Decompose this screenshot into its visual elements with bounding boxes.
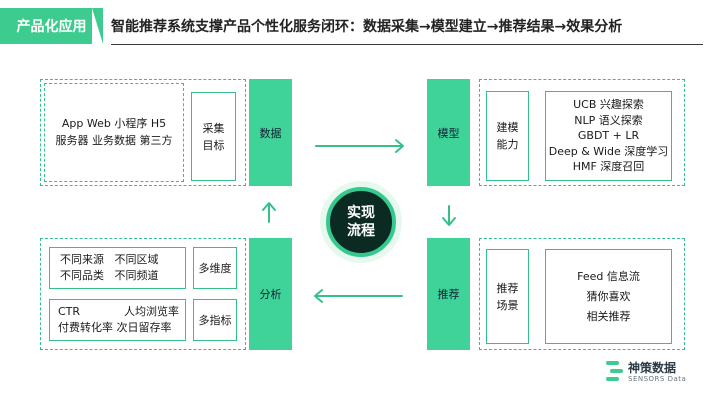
algorithm-item: NLP 语义探索 [574, 113, 643, 127]
page-title: 智能推荐系统支撑产品个性化服务闭环：数据采集→模型建立→推荐结果→效果分析 [111, 19, 623, 35]
analysis-metrics-line1: CTR 人均浏览率 [58, 304, 185, 320]
data-goal-box: 采集 目标 [191, 92, 236, 181]
analysis-dims-line2: 不同品类 不同频道 [60, 269, 159, 282]
analysis-outer-frame [40, 238, 246, 350]
logo-name-en: SENSORS Data [628, 375, 687, 383]
analysis-dims-box: 不同来源 不同区域 不同品类 不同频道 [49, 247, 186, 289]
data-sources-frame [44, 83, 184, 182]
logo-name-cn: 神策数据 [628, 361, 677, 375]
data-outer-frame [40, 79, 246, 186]
arrow-left-head [314, 289, 323, 303]
metric-browse-rate: 人均浏览率 [124, 305, 179, 318]
algorithm-item: HMF 深度召回 [572, 160, 645, 174]
center-line2: 流程 [347, 223, 375, 239]
recommend-scene-line1: 推荐 [496, 281, 519, 295]
sensors-logo-icon [606, 361, 623, 381]
metric-ctr: CTR [58, 305, 81, 318]
scene-item: Feed 信息流 [577, 269, 640, 283]
arrow-down-head [442, 217, 456, 226]
scene-item: 相关推荐 [586, 309, 631, 323]
title-underline [111, 44, 703, 45]
center-line1: 实现 [347, 205, 375, 221]
recommend-pillar: 推荐 [427, 238, 470, 350]
model-algorithms-box: UCB 兴趣探索 NLP 语义探索 GBDT + LR Deep & Wide … [545, 91, 672, 181]
section-tag: 产品化应用 [0, 8, 103, 44]
center-badge: 实现 流程 [320, 181, 402, 263]
section-tag-notch [92, 8, 103, 44]
arrow-up-head [262, 202, 276, 211]
data-pillar: 数据 [249, 79, 292, 186]
model-capability-box: 建模 能力 [486, 91, 529, 181]
analysis-dims-label: 多维度 [193, 247, 237, 289]
algorithm-item: UCB 兴趣探索 [573, 98, 644, 112]
data-goal-line1: 采集 [202, 121, 225, 135]
data-sources: App Web 小程序 H5 服务器 业务数据 第三方 [44, 110, 184, 154]
algorithm-item: Deep & Wide 深度学习 [548, 144, 669, 158]
data-sources-line1: App Web 小程序 H5 [61, 117, 167, 130]
data-sources-line2: 服务器 业务数据 第三方 [55, 134, 173, 147]
model-outer-frame [479, 79, 685, 186]
analysis-metrics-label: 多指标 [193, 299, 237, 341]
recommend-scene-box: 推荐 场景 [486, 249, 529, 344]
analysis-metrics-box: CTR 人均浏览率 付费转化率 次日留存率 [49, 299, 186, 341]
algorithm-item: GBDT + LR [577, 129, 640, 143]
data-goal-line2: 目标 [202, 138, 225, 152]
analysis-metrics-line2: 付费转化率 次日留存率 [58, 321, 172, 334]
recommend-scene-line2: 场景 [496, 298, 519, 312]
center-badge-ring: 实现 流程 [326, 187, 396, 257]
recommend-outer-frame [479, 238, 685, 350]
analysis-pillar: 分析 [249, 238, 292, 350]
analysis-dims-line1: 不同来源 不同区域 [60, 253, 159, 266]
arrow-right-head [395, 139, 404, 153]
recommend-scenes-box: Feed 信息流 猜你喜欢 相关推荐 [545, 249, 672, 344]
model-pillar: 模型 [427, 79, 470, 186]
model-capability-line2: 能力 [496, 138, 519, 151]
model-capability-line1: 建模 [496, 121, 519, 134]
scene-item: 猜你喜欢 [586, 289, 631, 303]
